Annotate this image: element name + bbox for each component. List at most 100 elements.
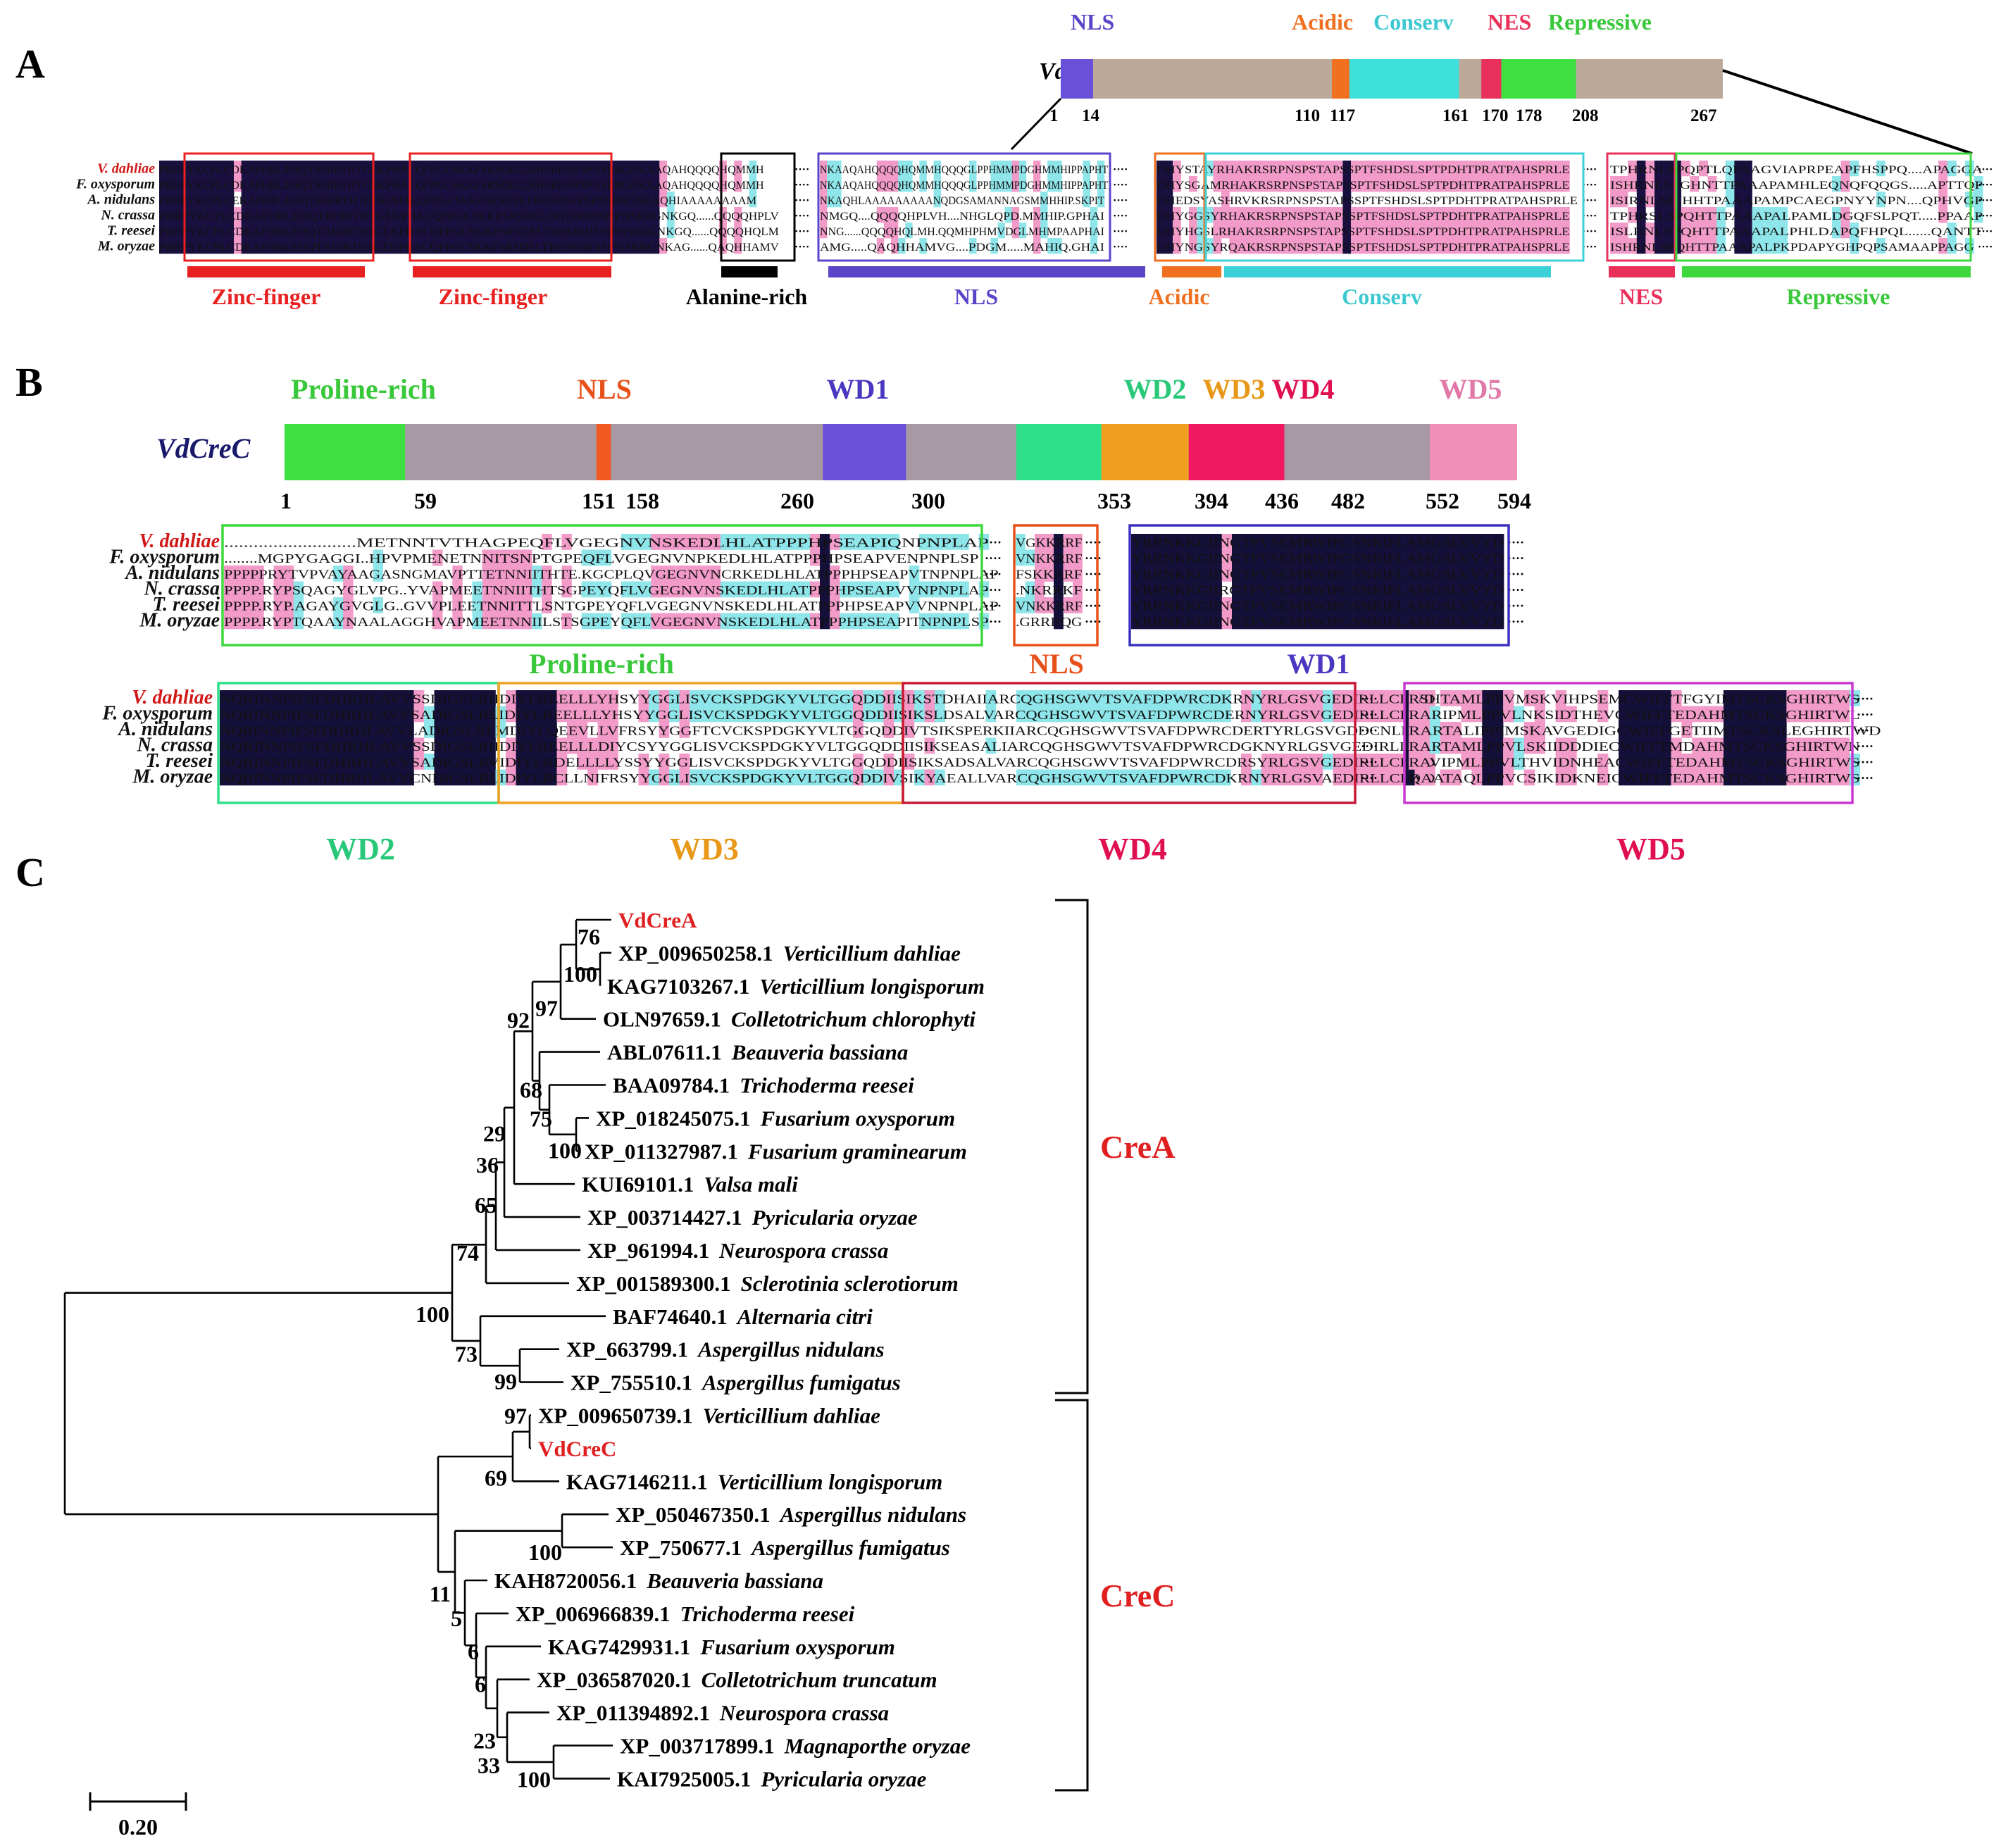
alignment-cell bbox=[1639, 737, 1650, 754]
alignment-cell bbox=[383, 737, 394, 754]
alignment-cell bbox=[827, 176, 835, 192]
alignment-cell bbox=[352, 769, 363, 786]
alignment-cell bbox=[666, 192, 675, 208]
alignment-cell bbox=[444, 690, 455, 706]
alignment-cell bbox=[1171, 549, 1182, 566]
alignment-row-text: DHYSGAMRHAKRSRPNSPSTAPSSPTFSHDSLSPTPDHTP… bbox=[1157, 180, 1570, 192]
alignment-cell bbox=[1713, 737, 1724, 754]
alignment-cell bbox=[1323, 706, 1333, 723]
alignment-cell bbox=[863, 690, 874, 706]
alignment-cell bbox=[434, 706, 445, 723]
alignment-row-text: DHYSTAYRHAKRSRPNSPSTAPSSPTFSHDSLSPTPDHTP… bbox=[1157, 164, 1570, 176]
alignment-cell bbox=[485, 754, 496, 770]
leaf-species: Trichoderma reesei bbox=[740, 1073, 914, 1098]
alignment-cell bbox=[1033, 207, 1041, 223]
alignment-cell bbox=[492, 613, 503, 630]
alignment-cell bbox=[1660, 769, 1671, 786]
alignment-cell bbox=[454, 690, 466, 706]
alignment-cell bbox=[1650, 737, 1661, 754]
alignment-cell bbox=[270, 722, 282, 738]
alignment-cell bbox=[614, 192, 623, 208]
alignment-cell bbox=[1322, 549, 1333, 566]
alignment-cell bbox=[820, 534, 830, 550]
alignment-cell bbox=[1037, 769, 1047, 786]
alignment-cell bbox=[452, 566, 463, 582]
alignment-cell bbox=[330, 238, 339, 254]
alignment-cell bbox=[281, 690, 292, 706]
alignment-cell bbox=[1488, 207, 1497, 223]
alignment-cell bbox=[1472, 161, 1481, 177]
alignment-cell bbox=[432, 613, 443, 630]
alignment-cell bbox=[969, 161, 977, 177]
alignment-cell bbox=[1619, 754, 1630, 770]
alignment-cell bbox=[322, 754, 332, 770]
alignment-cell bbox=[413, 754, 425, 770]
alignment-cell bbox=[506, 706, 516, 723]
alignment-cell bbox=[652, 192, 660, 208]
alignment-cell bbox=[1713, 706, 1724, 723]
alignment-cell bbox=[1044, 549, 1054, 566]
alignment-cell bbox=[224, 597, 235, 613]
alignment-cell bbox=[1432, 223, 1440, 239]
gap-dots: ···· bbox=[1361, 755, 1378, 769]
alignment-cell bbox=[919, 613, 930, 630]
alignment-cell bbox=[1292, 597, 1303, 613]
alignment-cell bbox=[1832, 207, 1841, 223]
alignment-cell bbox=[353, 223, 361, 239]
vdcrec-species-label: A. nidulans bbox=[124, 562, 220, 584]
alignment-cell bbox=[1171, 566, 1182, 582]
alignment-cell bbox=[263, 223, 272, 239]
alignment-cell bbox=[1392, 534, 1404, 550]
alignment-cell bbox=[622, 223, 630, 239]
alignment-cell bbox=[542, 534, 552, 550]
alignment-cell bbox=[1555, 769, 1566, 786]
alignment-cell bbox=[1463, 597, 1474, 613]
alignment-cell bbox=[452, 613, 463, 630]
alignment-cell bbox=[1743, 192, 1752, 208]
alignment-cell bbox=[218, 161, 227, 177]
alignment-cell bbox=[301, 207, 309, 223]
gap-dots: ···· bbox=[1507, 567, 1524, 581]
alignment-cell bbox=[809, 613, 821, 630]
alignment-cell bbox=[730, 613, 741, 630]
alignment-cell bbox=[1440, 207, 1449, 223]
alignment-cell bbox=[373, 737, 384, 754]
alignment-cell bbox=[532, 566, 542, 582]
alignment-cell bbox=[1090, 207, 1098, 223]
leaf-species: Verticillium dahliae bbox=[783, 941, 961, 966]
alignment-cell bbox=[218, 176, 227, 192]
alignment-cell bbox=[1974, 207, 1983, 223]
alignment-cell bbox=[833, 690, 843, 706]
alignment-cell bbox=[1965, 161, 1974, 177]
alignment-cell bbox=[1333, 769, 1344, 786]
alignment-cell bbox=[1026, 706, 1037, 723]
alignment-cell bbox=[517, 223, 525, 239]
alignment-cell bbox=[1011, 176, 1020, 192]
alignment-row-text: DHYHGSLRHAKRSRPNSPSTAPSSPTFSHDSLSPTPDHTP… bbox=[1157, 226, 1570, 238]
vdcrec-domain-wd1 bbox=[823, 424, 906, 480]
alignment-cell bbox=[556, 754, 568, 770]
vdcrea-position-tick: 267 bbox=[1690, 106, 1717, 125]
alignment-cell bbox=[1261, 754, 1272, 770]
alignment-cell bbox=[1654, 238, 1664, 254]
alignment-row-text: RARIPMLPPVLNKSIDTHEVCWIFFTEDAHMTSCKSGHIR… bbox=[1409, 708, 1860, 722]
alignment-cell bbox=[1270, 176, 1278, 192]
alignment-cell bbox=[485, 769, 496, 786]
alignment-cell bbox=[159, 238, 167, 254]
alignment-cell bbox=[1636, 207, 1646, 223]
alignment-cell bbox=[629, 192, 637, 208]
alignment-cell bbox=[256, 238, 264, 254]
alignment-cell bbox=[1537, 207, 1546, 223]
alignment-cell bbox=[1016, 549, 1026, 566]
alignment-cell bbox=[301, 192, 309, 208]
alignment-cell bbox=[700, 613, 711, 630]
alignment-cell bbox=[1473, 549, 1484, 566]
alignment-cell bbox=[1699, 223, 1708, 239]
alignment-cell bbox=[1663, 176, 1673, 192]
alignment-cell bbox=[699, 690, 711, 706]
alignment-cell bbox=[420, 161, 428, 177]
